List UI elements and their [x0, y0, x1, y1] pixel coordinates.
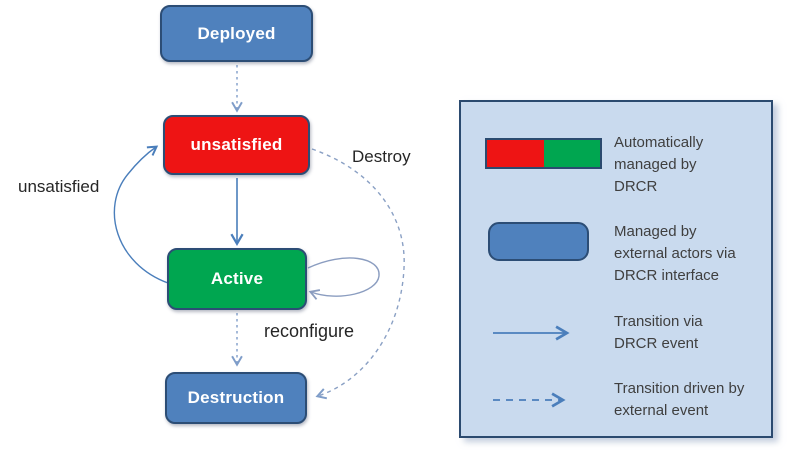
state-unsatisfied-box: unsatisfied [163, 115, 310, 175]
state-deployed-box: Deployed [160, 5, 313, 62]
state-destruction-label: Destruction [187, 388, 285, 407]
red-half-icon [487, 140, 544, 167]
auto-managed-swatch-icon [485, 138, 602, 169]
legend-panel: Automatically managed by DRCR Managed by… [459, 100, 773, 438]
state-unsatisfied-label: unsatisfied [190, 135, 283, 154]
state-deployed-label: Deployed [197, 23, 276, 43]
label-unsatisfied-transition: unsatisfied [18, 177, 100, 196]
dashed-arrow-icon [493, 392, 566, 408]
state-active-label: Active [210, 269, 264, 288]
external-managed-swatch-icon [488, 222, 589, 261]
legend-item-external-transition-text: Transition driven by external event [614, 380, 745, 419]
arrow-active-to-unsatisfied [113, 145, 169, 284]
state-destruction-box: Destruction [165, 372, 307, 424]
legend-item-auto-managed-text: Automatically managed by DRCR [614, 134, 704, 195]
label-destroy-transition: Destroy [352, 147, 411, 166]
legend-item-drcr-transition-text: Transition via DRCR event [614, 313, 703, 352]
arrow-active-self-loop [307, 257, 380, 300]
arrow-unsatisfied-to-destruction [311, 148, 405, 400]
label-reconfigure-transition: reconfigure [264, 321, 355, 341]
state-active-box: Active [167, 248, 307, 310]
legend-item-external-managed-text: Managed by external actors via DRCR inte… [614, 223, 736, 284]
green-half-icon [543, 140, 600, 167]
solid-arrow-icon [493, 325, 570, 341]
